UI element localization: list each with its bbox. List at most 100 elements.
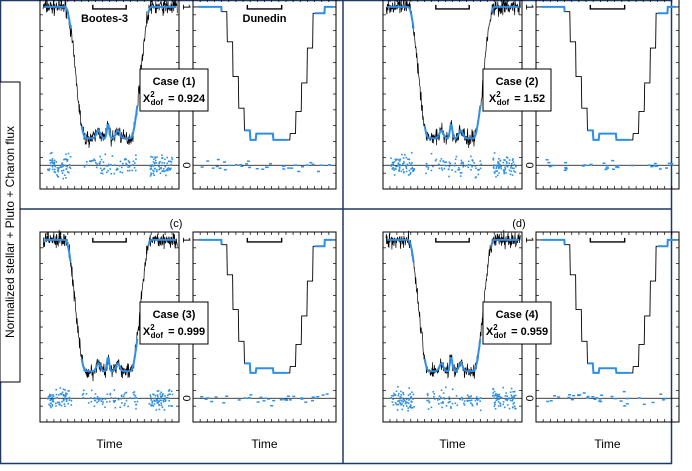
left-residual-point — [151, 164, 153, 166]
left-residual-point — [160, 396, 162, 399]
left-residual-point — [48, 168, 51, 170]
left-residual-point — [405, 165, 407, 167]
left-residual-point — [156, 156, 158, 158]
left-residual-point — [59, 393, 62, 395]
left-residual-point — [512, 406, 514, 409]
xlabel-left: Time — [96, 437, 123, 451]
left-residual-point — [49, 393, 51, 396]
left-residual-point — [451, 388, 454, 391]
right-residual-point — [670, 162, 674, 165]
right-residual-point — [599, 400, 603, 403]
left-residual-point — [151, 402, 153, 404]
left-residual-point — [408, 158, 411, 161]
left-residual-point — [101, 172, 104, 175]
left-residual-point — [125, 399, 128, 402]
left-residual-point — [170, 161, 173, 163]
left-residual-point — [504, 395, 507, 397]
left-residual-point — [165, 399, 167, 401]
left-residual-point — [50, 402, 52, 405]
left-residual-point — [500, 167, 502, 170]
left-residual-point — [106, 171, 108, 174]
right-residual-point — [267, 398, 271, 400]
chi2-superscript: 2 — [496, 90, 501, 99]
right-residual-point — [578, 394, 582, 396]
left-residual-point — [51, 405, 54, 407]
left-residual-point — [167, 396, 169, 399]
left-residual-point — [65, 398, 68, 401]
left-residual-point — [61, 162, 63, 164]
right-residual-point — [243, 397, 247, 399]
left-residual-point — [440, 396, 442, 399]
right-residual-point — [663, 397, 667, 400]
left-residual-point — [159, 393, 161, 395]
left-residual-point — [408, 387, 410, 389]
left-residual-point — [166, 168, 169, 170]
left-residual-point — [462, 161, 464, 164]
right-residual-point — [300, 398, 304, 400]
left-residual-point — [464, 165, 467, 167]
left-residual-point — [495, 394, 497, 397]
left-residual-point — [168, 389, 171, 392]
left-residual-point — [459, 172, 462, 174]
left-residual-point — [154, 397, 157, 400]
left-residual-point — [64, 164, 66, 167]
left-residual-point — [470, 155, 472, 158]
left-residual-point — [50, 159, 52, 162]
left-residual-point — [96, 163, 98, 165]
left-residual-point — [401, 398, 404, 400]
left-residual-point — [109, 393, 112, 396]
left-residual-point — [396, 409, 399, 411]
left-residual-point — [510, 170, 513, 173]
left-residual-point — [512, 402, 515, 405]
left-residual-point — [402, 401, 404, 403]
left-residual-point — [163, 170, 165, 173]
left-residual-point — [504, 398, 507, 401]
left-residual-point — [393, 161, 396, 163]
chi2-subscript: dof — [497, 98, 510, 107]
left-residual-point — [454, 158, 457, 161]
right-residual-point — [279, 399, 283, 401]
left-residual-point — [504, 159, 506, 161]
left-residual-point — [60, 392, 63, 395]
left-residual-point — [509, 399, 512, 402]
left-residual-point — [162, 170, 164, 172]
left-residual-point — [160, 167, 162, 170]
left-residual-point — [113, 164, 116, 166]
left-residual-point — [154, 400, 156, 402]
left-residual-point — [410, 405, 412, 407]
left-residual-point — [123, 158, 126, 161]
left-residual-point — [53, 159, 56, 162]
left-residual-point — [128, 169, 131, 172]
left-residual-point — [56, 166, 59, 169]
left-residual-point — [425, 165, 428, 168]
left-residual-point — [100, 158, 103, 161]
right-residual-point — [602, 162, 606, 164]
left-residual-point — [104, 406, 106, 408]
chi2-symbol: X — [489, 93, 497, 105]
right-residual-point — [286, 395, 290, 397]
ytick-label-0: 0 — [523, 162, 535, 168]
left-residual-point — [132, 392, 135, 394]
left-residual-point — [65, 177, 67, 179]
left-residual-point — [52, 395, 55, 397]
left-residual-point — [105, 165, 108, 167]
left-residual-point — [126, 164, 128, 166]
right-bracket — [589, 4, 626, 10]
left-residual-point — [503, 172, 505, 175]
left-model-segment-1 — [44, 5, 72, 29]
left-residual-point — [156, 169, 158, 171]
left-residual-point — [505, 161, 508, 163]
left-residual-point — [53, 171, 56, 173]
left-residual-point — [159, 395, 162, 398]
left-residual-point — [497, 405, 500, 407]
left-residual-point — [492, 159, 495, 161]
right-residual-point — [255, 168, 259, 170]
left-residual-point — [60, 404, 63, 407]
left-residual-point — [410, 400, 413, 403]
right-residual-point — [325, 393, 329, 395]
right-residual-point — [300, 397, 304, 399]
left-residual-point — [62, 165, 64, 168]
left-residual-point — [96, 396, 99, 398]
left-residual-point — [98, 162, 101, 165]
left-residual-point — [100, 400, 103, 402]
